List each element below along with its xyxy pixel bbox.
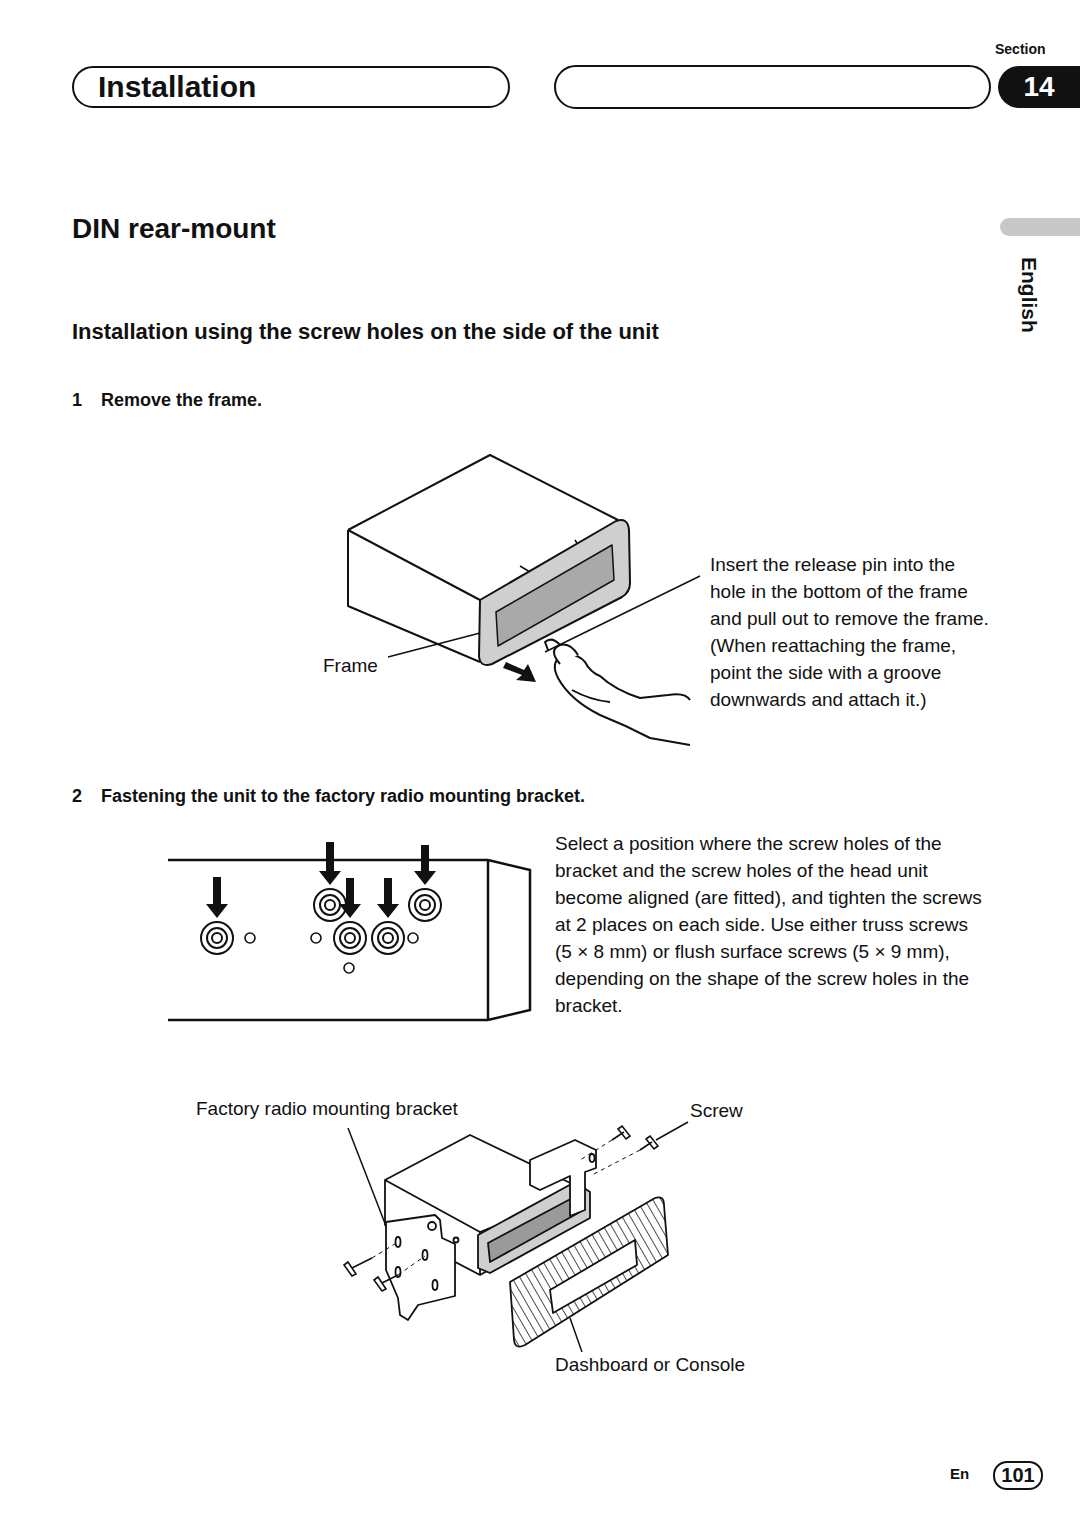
down-arrow xyxy=(206,877,228,918)
part-label: Frame xyxy=(323,655,378,678)
hand-drawing xyxy=(545,640,690,745)
leader-line xyxy=(388,633,480,657)
step-number: 2 xyxy=(72,786,82,808)
screw-hole xyxy=(345,933,355,943)
language-tab xyxy=(1000,218,1080,236)
screw-hole xyxy=(207,928,227,948)
box-text: Installation xyxy=(98,70,256,104)
screw-hole xyxy=(383,933,393,943)
screws xyxy=(344,1126,658,1291)
screw-hole xyxy=(334,922,366,954)
screw-arrows xyxy=(206,842,436,918)
screw-hole xyxy=(201,922,233,954)
language-label: English xyxy=(1017,257,1042,333)
screw-holes xyxy=(201,889,441,973)
pull-arrow xyxy=(503,662,536,682)
note-text: Insert the release pin into the hole in … xyxy=(710,551,990,713)
screw-hole xyxy=(420,900,430,910)
box-text: 101 xyxy=(1001,1464,1034,1487)
screw-hole xyxy=(378,928,398,948)
body-text: Select a position where the screw holes … xyxy=(555,830,985,1019)
part-label: Screw xyxy=(690,1100,743,1123)
small-hole xyxy=(408,933,418,943)
part-label: Dashboard or Console xyxy=(555,1354,745,1377)
screw-hole xyxy=(372,922,404,954)
down-arrow xyxy=(377,878,399,918)
step-number: 1 xyxy=(72,390,82,412)
section-label: Section xyxy=(995,41,1046,58)
down-arrow xyxy=(414,845,436,885)
step-title: Fastening the unit to the factory radio … xyxy=(101,786,585,808)
header-box xyxy=(555,66,990,108)
section-title: DIN rear-mount xyxy=(72,212,276,246)
section-badge: 14 xyxy=(998,66,1080,108)
screw-hole xyxy=(320,895,340,915)
step-title: Remove the frame. xyxy=(101,390,262,412)
box-text: 14 xyxy=(1023,71,1054,103)
screw-hole xyxy=(212,933,222,943)
header-box: Installation xyxy=(72,66,510,108)
down-arrow xyxy=(339,878,361,918)
unit-drawing xyxy=(348,455,630,665)
language-code: En xyxy=(950,1465,969,1483)
subheading: Installation using the screw holes on th… xyxy=(72,319,659,345)
down-arrow xyxy=(319,842,341,885)
leader-line xyxy=(348,1122,688,1352)
screw-guides xyxy=(372,1140,640,1275)
screw-hole xyxy=(340,928,360,948)
page-number-box: 101 xyxy=(993,1461,1043,1490)
small-hole xyxy=(245,933,255,943)
screw-hole xyxy=(409,889,441,921)
screw-hole xyxy=(415,895,435,915)
unit-side xyxy=(168,860,530,1020)
small-hole xyxy=(311,933,321,943)
mounting-drawing xyxy=(385,1135,668,1347)
part-label: Factory radio mounting bracket xyxy=(196,1098,458,1121)
screw-hole xyxy=(325,900,335,910)
leader-line xyxy=(545,576,700,652)
small-hole xyxy=(344,963,354,973)
